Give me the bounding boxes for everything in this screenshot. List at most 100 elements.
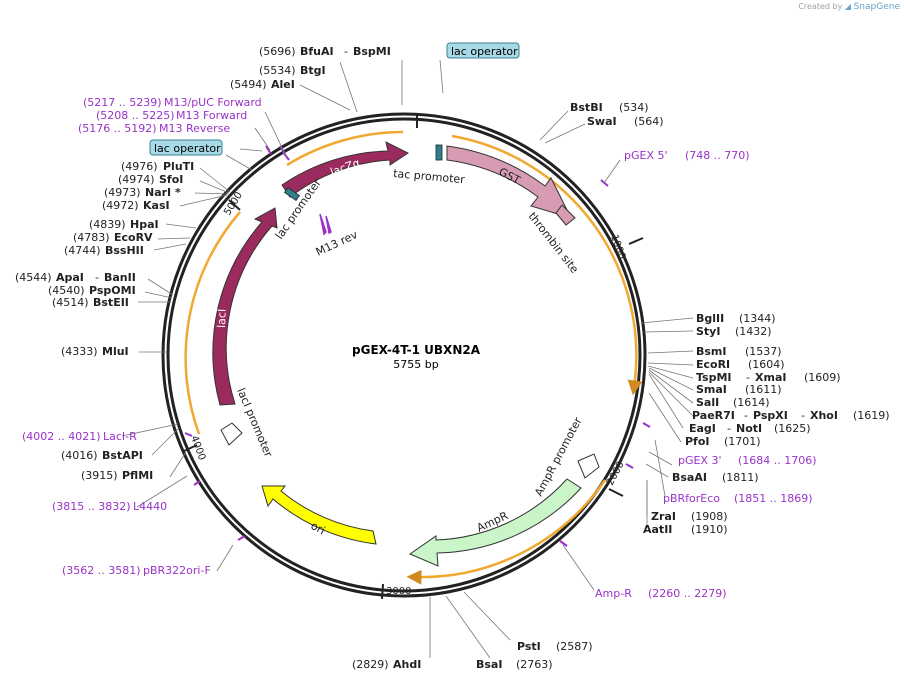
lac-operator-box-top: lac operator — [446, 42, 520, 59]
enzyme-smai: SmaI — [696, 383, 727, 396]
enzyme-pluti: PluTI — [163, 160, 194, 173]
enzyme-bsshii-pos: (4744) — [64, 244, 101, 257]
ampr-promoter-arrow — [577, 453, 600, 479]
enzyme-aatii: AatII — [643, 523, 672, 536]
plasmid-name: pGEX-4T-1 UBXN2A — [352, 343, 481, 357]
m13-rev-marker — [319, 213, 332, 236]
enzyme-bstapi: BstAPI — [102, 449, 143, 462]
primer-pgex3-pos: (1684 .. 1706) — [738, 454, 817, 467]
enzyme-pspomi-pos: (4540) — [48, 284, 85, 297]
primer-labels: (5217 .. 5239) M13/pUC Forward (5208 .. … — [22, 96, 817, 600]
leader-lines — [121, 59, 694, 659]
primer-ampr-pos: (2260 .. 2279) — [648, 587, 727, 600]
enzyme-ahdi-pos: (2829) — [352, 658, 389, 671]
laci-promoter-arrow — [220, 422, 243, 446]
enzyme-ecorv: EcoRV — [114, 231, 153, 244]
enzyme-tspmi-pos: (1609) — [804, 371, 841, 384]
thrombin-site-arrow — [555, 204, 576, 226]
enzyme-nari: NarI * — [145, 186, 181, 199]
enzyme-sep-eagi: - — [727, 422, 731, 435]
enzyme-nari-pos: (4973) — [104, 186, 141, 199]
ori-arrow — [261, 485, 377, 545]
enzyme-apai: ApaI — [56, 271, 84, 284]
enzyme-pluti-pos: (4976) — [121, 160, 158, 173]
primer-l4440: L4440 — [133, 500, 167, 513]
primer-l4440-pos: (3815 .. 3832) — [52, 500, 131, 513]
enzyme-styi-pos: (1432) — [735, 325, 772, 338]
snapgene-watermark: Created by ◢ SnapGene — [798, 2, 900, 12]
tick-1000: 1000 — [608, 233, 627, 261]
enzyme-labels: (5696) BfuAI - BspMI (5534) BtgI (5494) … — [15, 45, 890, 671]
lacza-arrow — [281, 141, 409, 198]
enzyme-paer7i-pos: (1619) — [853, 409, 890, 422]
enzyme-sep-bfuai: - — [344, 45, 348, 58]
enzyme-mlui: MluI — [102, 345, 129, 358]
enzyme-bspmi: BspMI — [353, 45, 391, 58]
enzyme-bfuai: BfuAI — [300, 45, 334, 58]
enzyme-sfoi: SfoI — [159, 173, 183, 186]
enzyme-bstbi-pos: (534) — [619, 101, 649, 114]
gst-arrow — [446, 145, 572, 219]
enzyme-bsmi: BsmI — [696, 345, 727, 358]
enzyme-apai-pos: (4544) — [15, 271, 52, 284]
primer-pbr322: pBR322ori-F — [143, 564, 211, 577]
snapgene-logo-icon: ◢ — [844, 2, 852, 11]
enzyme-bsai: BsaI — [476, 658, 502, 671]
enzyme-alei-pos: (5494) — [230, 78, 267, 91]
enzyme-pspxi: PspXI — [753, 409, 788, 422]
enzyme-sep-paer7i: - — [744, 409, 748, 422]
enzyme-bfuai-pos: (5696) — [259, 45, 296, 58]
primer-m13f-pos: (5208 .. 5225) — [96, 109, 175, 122]
enzyme-hpai-pos: (4839) — [89, 218, 126, 231]
primer-pbrforeco-pos: (1851 .. 1869) — [734, 492, 813, 505]
enzyme-alei: AleI — [271, 78, 295, 91]
backbone-outer — [161, 112, 647, 598]
enzyme-bglii: BglII — [696, 312, 724, 325]
enzyme-bsteii-pos: (4514) — [52, 296, 89, 309]
ticks — [183, 113, 644, 600]
m13-rev-label: M13 rev — [314, 228, 360, 259]
enzyme-ecorv-pos: (4783) — [73, 231, 110, 244]
enzyme-pflmi: PflMI — [122, 469, 153, 482]
tick-3000: 3000 — [386, 586, 411, 597]
enzyme-kasi-pos: (4972) — [102, 199, 139, 212]
enzyme-eagi-pos: (1625) — [774, 422, 811, 435]
enzyme-noti: NotI — [736, 422, 762, 435]
primer-pbr322-pos: (3562 .. 3581) — [62, 564, 141, 577]
laci-arrow — [212, 207, 278, 406]
lac-operator-left-label: lac operator — [154, 142, 221, 155]
enzyme-ecori: EcoRI — [696, 358, 730, 371]
primer-pgex3: pGEX 3' — [678, 454, 722, 467]
lac-operator-marker-left — [283, 186, 301, 202]
laci-promoter-label: lacI promoter — [234, 386, 275, 459]
enzyme-zrai: ZraI — [651, 510, 676, 523]
enzyme-swai: SwaI — [587, 115, 617, 128]
primer-m13puc: M13/pUC Forward — [164, 96, 262, 109]
enzyme-bstbi: BstBI — [570, 101, 603, 114]
ori-label: ori — [309, 519, 328, 537]
enzyme-smai-pos: (1611) — [745, 383, 782, 396]
enzyme-psti-pos: (2587) — [556, 640, 593, 653]
enzyme-sfoi-pos: (4974) — [118, 173, 155, 186]
primer-pgex5-pos: (748 .. 770) — [685, 149, 750, 162]
enzyme-eagi: EagI — [689, 422, 716, 435]
primer-lacir-pos: (4002 .. 4021) — [22, 430, 101, 443]
lac-operator-marker-top — [435, 144, 443, 161]
enzyme-bstapi-pos: (4016) — [61, 449, 98, 462]
watermark-brand: SnapGene — [853, 2, 900, 12]
primer-m13r: M13 Reverse — [159, 122, 230, 135]
enzyme-bsaai-pos: (1811) — [722, 471, 759, 484]
enzyme-xmai: XmaI — [755, 371, 786, 384]
primer-lacir: LacI-R — [103, 430, 137, 443]
primer-pgex5: pGEX 5' — [624, 149, 668, 162]
enzyme-bsshii: BssHII — [105, 244, 144, 257]
primer-m13puc-pos: (5217 .. 5239) — [83, 96, 162, 109]
ampr-arrow — [408, 478, 582, 567]
enzyme-swai-pos: (564) — [634, 115, 664, 128]
enzyme-paer7i: PaeR7I — [692, 409, 735, 422]
enzyme-bsteii: BstEII — [93, 296, 129, 309]
primer-ampr: Amp-R — [595, 587, 632, 600]
enzyme-pfoi-pos: (1701) — [724, 435, 761, 448]
enzyme-ahdi: AhdI — [393, 658, 421, 671]
